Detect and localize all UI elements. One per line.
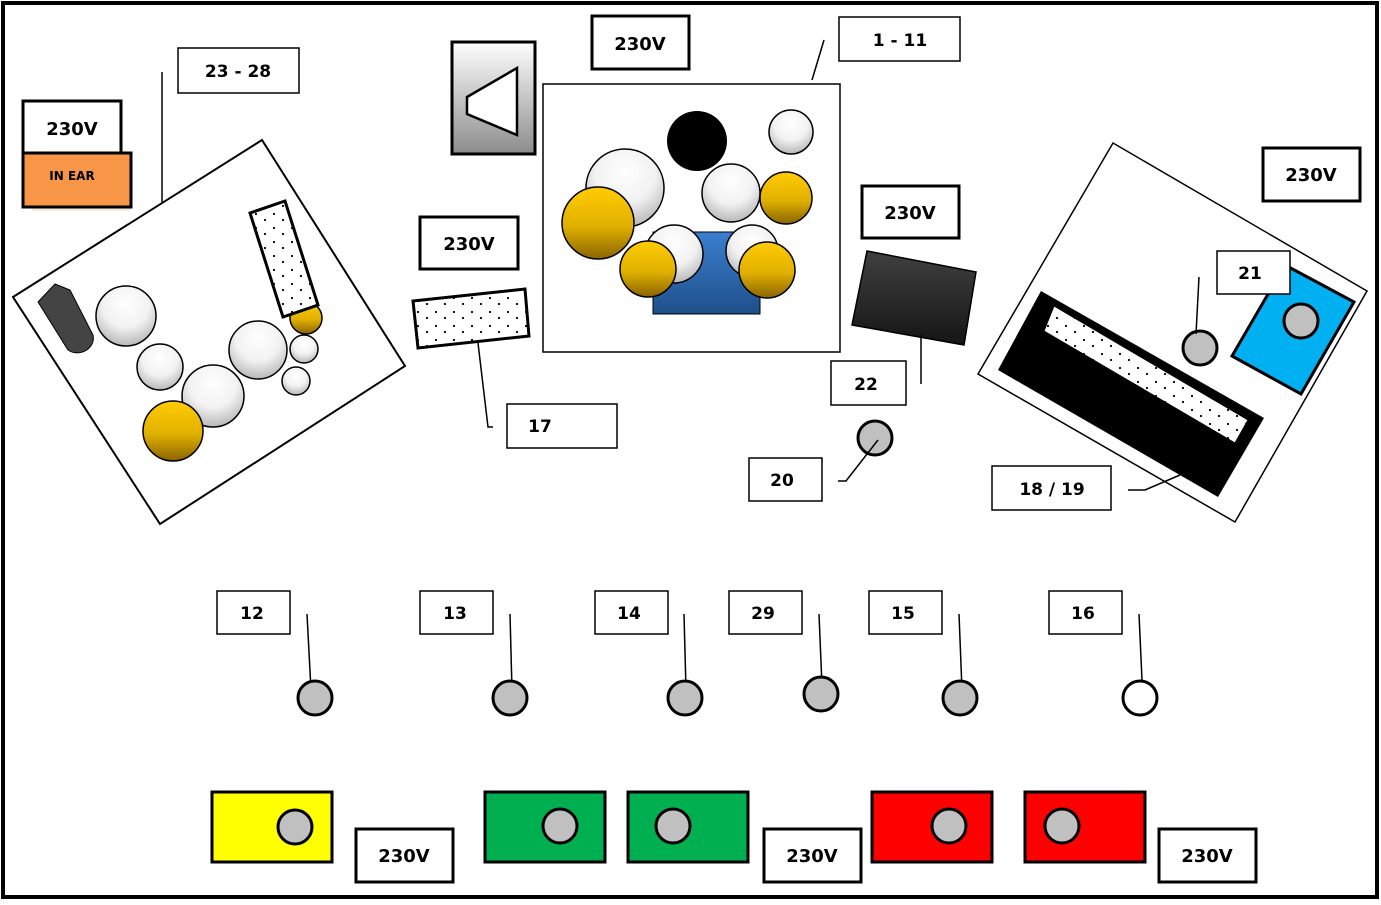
mic-stand-empty-icon (1121, 679, 1159, 717)
cymbal-icon (619, 240, 677, 298)
label-box-20 (748, 457, 823, 502)
power-label-left: 230V (46, 119, 98, 140)
label-box-23-28 (177, 47, 300, 94)
label-17: 17 (528, 417, 552, 437)
keyboard-icon (411, 287, 531, 350)
label-15: 15 (891, 604, 915, 624)
power-label-mid: 230V (443, 234, 495, 255)
power-label-bottom-3: 230V (1181, 846, 1233, 867)
label-20: 20 (770, 471, 794, 491)
wedge-connector-icon (541, 807, 579, 845)
label-18-19: 18 / 19 (1019, 480, 1084, 500)
wedge-connector-icon (1043, 807, 1081, 845)
keyboard-icon (1043, 305, 1249, 444)
mic-stand-icon (941, 679, 979, 717)
label-box-16 (1048, 590, 1123, 635)
label-1-11: 1 - 11 (873, 31, 927, 51)
label-22: 22 (854, 375, 878, 395)
label-box-13 (419, 590, 494, 635)
leader-line (306, 613, 312, 691)
cymbal-icon (759, 171, 813, 225)
mic-stand-icon (491, 679, 529, 717)
leader-line (477, 342, 493, 428)
mic-stand-icon (856, 419, 894, 457)
leader-line (1138, 613, 1143, 681)
wedge-connector-icon (654, 807, 692, 845)
label-box-18-19 (991, 465, 1112, 511)
wedge-yellow (210, 790, 334, 864)
label-23-28: 23 - 28 (205, 62, 271, 82)
power-label-right: 230V (1285, 165, 1337, 186)
leader-line (509, 613, 513, 691)
power-label-box (418, 215, 520, 271)
left-drum-riser (11, 138, 407, 526)
mic-stand-icon (802, 675, 840, 713)
leader-line (683, 613, 687, 691)
power-label-box (860, 184, 961, 240)
speaker-icon (465, 65, 519, 137)
leader-line (838, 439, 879, 482)
label-box-1-11 (838, 16, 961, 62)
power-label-box (21, 99, 123, 156)
leader-line (1195, 276, 1200, 335)
drum-icon (768, 109, 814, 155)
label-box-12 (216, 590, 291, 635)
power-label-amp: 230V (884, 203, 936, 224)
leader-line (818, 613, 823, 687)
power-label-box (1157, 827, 1258, 884)
keyboard-icon (248, 199, 320, 319)
kick-drum-icon (667, 111, 727, 171)
drum-icon (228, 320, 288, 380)
cymbal-icon (561, 186, 635, 260)
leader-line (1128, 474, 1181, 491)
leader-line (958, 613, 963, 691)
label-box-14 (594, 590, 669, 635)
drum-icon (701, 163, 761, 223)
wedge-red (1023, 790, 1147, 864)
leader-line (811, 39, 825, 81)
amplifier-icon (851, 250, 977, 346)
wedge-connector-icon (930, 807, 968, 845)
drum-icon (281, 366, 311, 396)
wedge-red (870, 790, 994, 864)
power-label-box (354, 827, 455, 884)
label-12: 12 (240, 604, 264, 624)
mic-stand-icon (666, 679, 704, 717)
label-21: 21 (1238, 264, 1262, 284)
drum-icon (136, 343, 184, 391)
right-keyboard-riser (976, 141, 1369, 524)
front-line: 12 13 14 29 15 16 (216, 590, 1159, 717)
center-drum-riser (542, 83, 841, 353)
in-ear-box (21, 151, 133, 209)
label-box-22 (830, 360, 907, 406)
label-13: 13 (443, 604, 467, 624)
in-ear-label: IN EAR (49, 169, 94, 183)
wedge-connector-icon (276, 808, 314, 846)
label-14: 14 (617, 604, 641, 624)
cymbal-icon (738, 241, 796, 299)
power-label-box (590, 14, 691, 71)
mic-stand-icon (1181, 329, 1219, 367)
power-label-bottom-2: 230V (786, 846, 838, 867)
cymbal-icon (142, 400, 204, 462)
label-box-15 (868, 590, 943, 635)
power-label-box (1261, 146, 1362, 203)
mic-stand-icon (296, 679, 334, 717)
label-16: 16 (1071, 604, 1095, 624)
drum-stick-bag-icon (37, 283, 94, 354)
drum-icon (181, 364, 245, 428)
mic-stand-icon (1282, 302, 1320, 340)
label-box-17 (506, 403, 618, 449)
label-29: 29 (751, 604, 775, 624)
label-box-29 (728, 590, 803, 635)
monitor-wedges (210, 790, 1147, 864)
power-label-bottom-1: 230V (378, 846, 430, 867)
label-box-21 (1216, 250, 1291, 295)
drum-icon (289, 334, 319, 364)
power-label-box (762, 827, 863, 884)
power-label-top: 230V (614, 34, 666, 55)
drum-icon (95, 285, 157, 347)
